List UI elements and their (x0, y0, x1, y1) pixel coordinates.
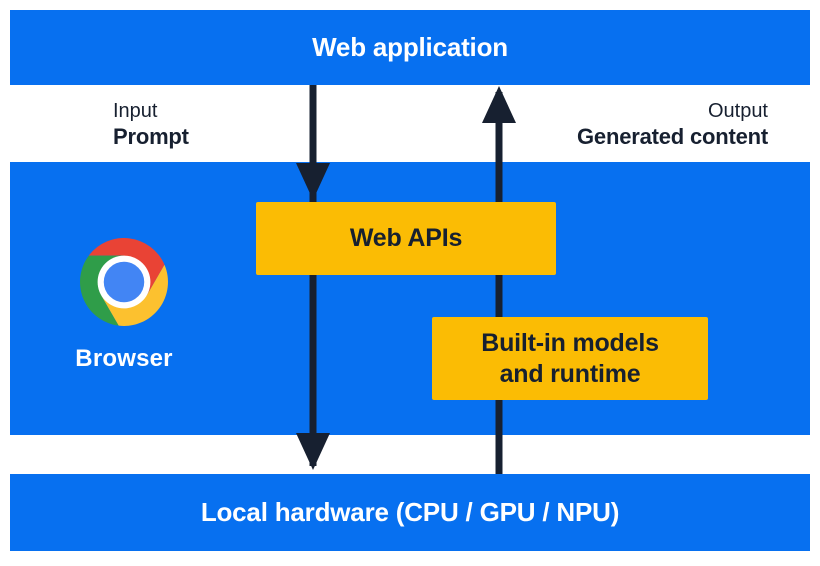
browser-label: Browser (75, 345, 173, 372)
input-caption: Input (113, 100, 158, 122)
local-hardware-bar: Local hardware (CPU / GPU / NPU) (10, 474, 810, 551)
output-arrowhead-into-web-app (482, 86, 516, 123)
output-value: Generated content (577, 124, 768, 149)
built-in-models-box: Built-in models and runtime (432, 317, 708, 400)
local-hardware-label: Local hardware (CPU / GPU / NPU) (200, 497, 620, 527)
chrome-logo-blue-core (103, 261, 145, 303)
web-apis-label: Web APIs (349, 224, 463, 252)
output-label-block: Output Generated content (577, 99, 768, 150)
web-application-label: Web application (312, 32, 508, 62)
output-caption: Output (707, 100, 768, 122)
input-value: Prompt (113, 124, 189, 149)
built-in-models-label-line2: and runtime (499, 359, 641, 388)
built-in-models-label-line1: Built-in models (481, 328, 659, 357)
web-application-bar: Web application (10, 10, 810, 85)
web-apis-box: Web APIs (256, 202, 556, 275)
prompt-arrowhead-into-hardware (296, 433, 330, 470)
chrome-logo-icon (80, 238, 168, 326)
input-label-block: Input Prompt (113, 99, 189, 150)
